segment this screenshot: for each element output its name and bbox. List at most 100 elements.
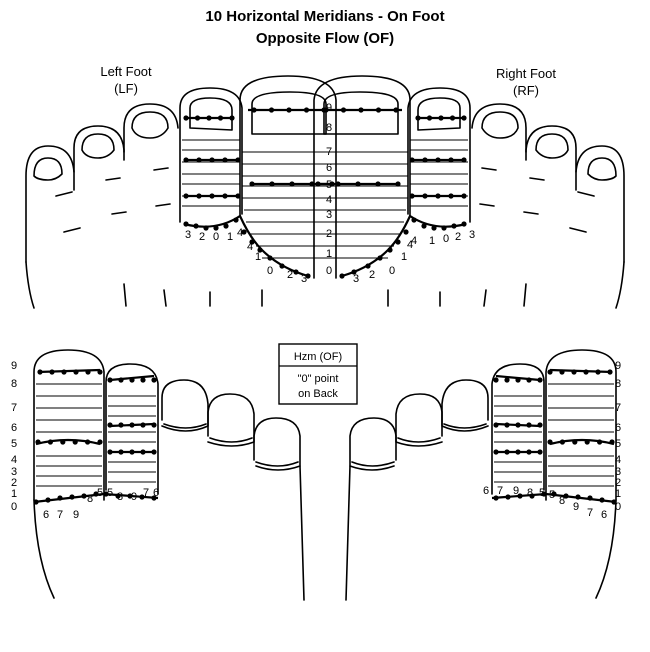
meridian-level-label: 8 (11, 378, 17, 390)
top-right-toe-3-nail (481, 111, 519, 139)
meridian-point (595, 369, 601, 375)
meridian-point (85, 369, 91, 375)
meridian-level-label: 2 (11, 477, 17, 489)
meridian-point (196, 157, 202, 163)
top-left-foot-line (123, 283, 263, 307)
top-right-toe-4 (525, 125, 577, 191)
meridian-level-label: 8 (326, 122, 332, 134)
meridian-point (515, 449, 521, 455)
meridian-point (515, 377, 521, 383)
point-label: 6 (601, 509, 607, 521)
meridian-point (329, 181, 335, 187)
meridian-point (438, 115, 444, 121)
top-left-foot-outline (25, 261, 35, 309)
meridian-point (571, 369, 577, 375)
bottom-meridian-points (33, 369, 617, 505)
meridian-point (541, 491, 547, 497)
bottom-right-bigtoe-bands (548, 383, 614, 487)
meridian-point (268, 107, 275, 113)
bottom-left-sole-outline (33, 465, 305, 601)
meridian-level-label: 3 (615, 466, 621, 478)
meridian-point (351, 269, 357, 275)
meridian-point (597, 439, 603, 445)
meridian-point (183, 193, 189, 199)
meridian-point (249, 181, 255, 187)
meridian-point (69, 494, 75, 500)
meridian-point (73, 369, 79, 375)
point-label: 2 (287, 269, 293, 281)
meridian-point (47, 439, 54, 445)
meridian-point (435, 193, 441, 199)
point-label: 1 (401, 251, 407, 263)
top-left-bigtoe-nail (251, 91, 327, 135)
meridian-point (335, 181, 341, 187)
meridian-point (559, 369, 565, 375)
top-left-toe-2-nail (189, 97, 233, 131)
meridian-point (196, 193, 202, 199)
bottom-right-bigtoe (545, 349, 617, 501)
meridian-level-label: 4 (11, 454, 17, 466)
meridian-point (377, 255, 383, 261)
meridian-point (395, 181, 401, 187)
meridian-point (183, 157, 189, 163)
meridian-point (286, 107, 292, 113)
right-foot-abbr: (RF) (513, 83, 539, 98)
meridian-point (504, 377, 510, 383)
point-label: 2 (369, 269, 375, 281)
meridian-point (529, 493, 535, 499)
meridian-point (129, 449, 135, 455)
meridian-level-label: 7 (326, 146, 332, 158)
top-left-dash (55, 167, 171, 233)
point-label: 1 (255, 251, 261, 263)
meridian-point (609, 439, 615, 445)
meridian-point (575, 494, 581, 500)
meridian-point (504, 449, 510, 455)
meridian-level-label: 4 (615, 454, 621, 466)
meridian-point (493, 422, 499, 428)
top-left-bigtoe (239, 75, 337, 279)
point-label: 4 (247, 241, 253, 253)
meridian-point (81, 493, 87, 499)
meridian-point (493, 377, 499, 383)
meridian-point (57, 495, 63, 501)
meridian-level-label: 9 (11, 360, 17, 372)
top-right-bigtoe-nail (323, 91, 399, 135)
meridian-point (515, 422, 521, 428)
meridian-point (115, 493, 121, 499)
top-right-toe-3 (471, 103, 527, 161)
meridian-point (97, 439, 103, 445)
meridian-point (435, 157, 441, 163)
meridian-point (551, 491, 557, 497)
meridian-point (415, 115, 421, 121)
point-label: 7 (57, 509, 63, 521)
meridian-point (493, 495, 499, 501)
point-label: 6 (483, 485, 489, 497)
meridian-point (49, 369, 55, 375)
meridian-point (209, 193, 215, 199)
meridian-point (118, 422, 124, 428)
meridian-point (293, 269, 299, 275)
legend-line-2: "0" point (298, 373, 339, 385)
point-label: 5 (549, 489, 555, 501)
meridian-point (279, 263, 285, 269)
top-right-toe-5-nail (587, 157, 617, 181)
top-right-bigtoe-bands (316, 151, 408, 259)
meridian-point (587, 495, 593, 501)
bottom-left-toe-2 (105, 363, 159, 495)
point-label: 5 (97, 487, 103, 499)
meridian-level-label: 0 (326, 265, 332, 277)
meridian-point (426, 115, 433, 121)
point-label: 4 (407, 239, 413, 251)
meridian-level-label: 1 (326, 248, 332, 260)
bottom-left-foot (33, 349, 305, 601)
meridian-point (209, 157, 215, 163)
bottom-right-toe-4 (395, 393, 443, 447)
meridian-level-label: 9 (615, 360, 621, 372)
meridian-point (387, 247, 393, 253)
meridian-point (33, 499, 39, 505)
point-label: 0 (267, 265, 273, 277)
